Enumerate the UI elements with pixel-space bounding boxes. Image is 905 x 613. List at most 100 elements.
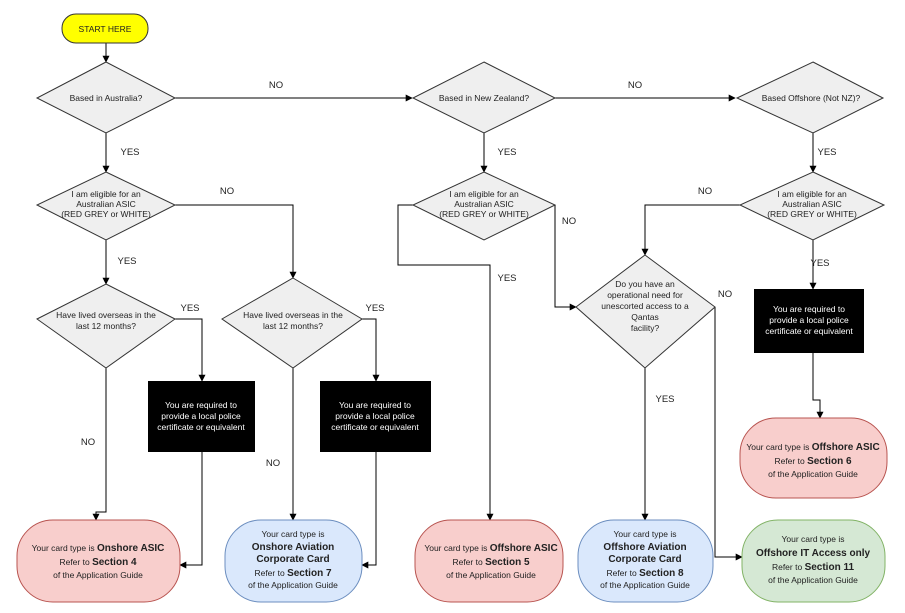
decision-label: Have lived overseas in the [243,310,343,320]
edge-elig-off-no [641,204,740,256]
edge-ov2-yes [362,318,380,382]
label-elig-off-yes: YES [810,258,829,269]
label-elig-au-no: NO [220,186,234,197]
label-ov2-no: NO [266,458,280,469]
decision-eligible-nz: I am eligible for an Australian ASIC (RE… [411,171,557,241]
decision-label: I am eligible for an [777,189,847,199]
terminal-card-line1: Onshore Aviation [252,542,335,553]
edge-elig-nz-no [554,205,577,311]
label-elig-au-yes: YES [117,256,136,267]
decision-label: (RED GREY or WHITE) [439,209,529,219]
start-node: START HERE [61,13,149,44]
edge-police1-to-onshore [179,452,203,569]
decision-label: Qantas [631,312,658,322]
decision-label: unescorted access to a [601,301,689,311]
box-label: certificate or equivalent [157,422,245,432]
box-label: You are required to [773,304,845,314]
decision-eligible-offshore: I am eligible for an Australian ASIC (RE… [738,171,886,241]
edge-op-no [714,307,743,561]
terminal-guide: of the Application Guide [768,575,858,585]
terminal-onshore-aviation: Your card type is Onshore Aviation Corpo… [224,519,363,603]
decision-label: I am eligible for an [71,189,141,199]
terminal-line3: of the Application Guide [53,570,143,580]
box-label: provide a local police [769,315,849,325]
terminal-guide: of the Application Guide [248,580,338,590]
decision-label: Do you have an [615,279,675,289]
label-ov2-yes: YES [365,303,384,314]
box-label: provide a local police [335,411,415,421]
label-ov1-no: NO [81,437,95,448]
box-label: certificate or equivalent [765,326,853,336]
terminal-offshore-asic-6: Your card type is Offshore ASIC Refer to… [739,417,888,499]
edge-ov1-yes [175,318,206,382]
terminal-card-line2: Corporate Card [256,554,329,565]
start-label: START HERE [79,24,132,34]
terminal-line1: Your card type is Offshore ASIC [746,442,879,453]
label-elig-nz-yes: YES [497,273,516,284]
box-label: provide a local police [161,411,241,421]
label-au-yes: YES [120,147,139,158]
terminal-offshore-aviation: Your card type is Offshore Aviation Corp… [577,519,714,603]
decision-label: (RED GREY or WHITE) [61,209,151,219]
label-off-yes: YES [817,147,836,158]
terminal-offshore-it: Your card type is Offshore IT Access onl… [741,519,886,603]
edge-elig-nz-yes [397,204,494,521]
terminal-line1: Your card type is Onshore ASIC [32,543,165,554]
box-label: certificate or equivalent [331,422,419,432]
label-elig-nz-no: NO [562,216,576,227]
decision-label: (RED GREY or WHITE) [767,209,857,219]
terminal-line3: of the Application Guide [768,469,858,479]
terminal-refer: Refer to Section 11 [772,562,855,573]
label-elig-off-no: NO [698,186,712,197]
terminal-line2: Refer to Section 4 [59,557,137,568]
edge-ov1-no [92,368,107,521]
edge-police3-to-asic6 [812,353,824,419]
decision-label: last 12 months? [263,321,323,331]
terminal-line1: Your card type is [614,529,677,539]
decision-label: Based in Australia? [70,93,143,103]
edge-labels: NO YES NO YES YES NO YES YES NO NO YES Y… [81,80,837,469]
decision-label: Have lived overseas in the [56,310,156,320]
box-label: You are required to [339,400,411,410]
decision-label: I am eligible for an [449,189,519,199]
label-op-no: NO [718,289,732,300]
terminal-line2: Refer to Section 6 [774,456,852,467]
decision-label: last 12 months? [76,321,136,331]
terminal-card-line2: Corporate Card [608,554,681,565]
terminal-line2: Refer to Section 5 [452,557,530,568]
terminal-line1: Your card type is [782,534,845,544]
decision-overseas-2: Have lived overseas in the last 12 month… [221,277,363,369]
edge-police2-to-aviation [361,452,377,569]
decision-based-offshore: Based Offshore (Not NZ)? [735,61,885,134]
decision-overseas-1: Have lived overseas in the last 12 month… [36,283,176,369]
decision-label: Australian ASIC [454,199,514,209]
label-nz-no: NO [628,80,642,91]
decision-eligible-au: I am eligible for an Australian ASIC (RE… [35,171,177,241]
label-nz-yes: YES [497,147,516,158]
decision-operational-need: Do you have an operational need for unes… [575,254,716,369]
terminal-card: Offshore IT Access only [756,548,871,559]
edge-elig-au-no [175,204,297,279]
decision-label: Based in New Zealand? [439,93,530,103]
connectors [92,43,824,569]
decision-label: Australian ASIC [782,199,842,209]
police-certificate-box-1: You are required to provide a local poli… [148,381,255,452]
terminal-onshore-asic: Your card type is Onshore ASIC Refer to … [16,519,181,603]
terminal-guide: of the Application Guide [600,580,690,590]
decision-based-nz: Based in New Zealand? [411,61,557,134]
box-label: You are required to [165,400,237,410]
terminal-offshore-asic-5: Your card type is Offshore ASIC Refer to… [414,519,564,603]
police-certificate-box-2: You are required to provide a local poli… [320,381,431,452]
police-certificate-box-3: You are required to provide a local poli… [754,289,864,353]
terminal-refer: Refer to Section 7 [254,568,332,579]
decision-label: Based Offshore (Not NZ)? [762,93,861,103]
label-op-yes: YES [655,394,674,405]
label-au-no: NO [269,80,283,91]
decision-based-australia: Based in Australia? [35,61,177,134]
decision-label: operational need for [607,290,683,300]
terminal-line1: Your card type is [262,529,325,539]
label-ov1-yes: YES [180,303,199,314]
terminal-line3: of the Application Guide [446,570,536,580]
terminal-card-line1: Offshore Aviation [603,542,686,553]
